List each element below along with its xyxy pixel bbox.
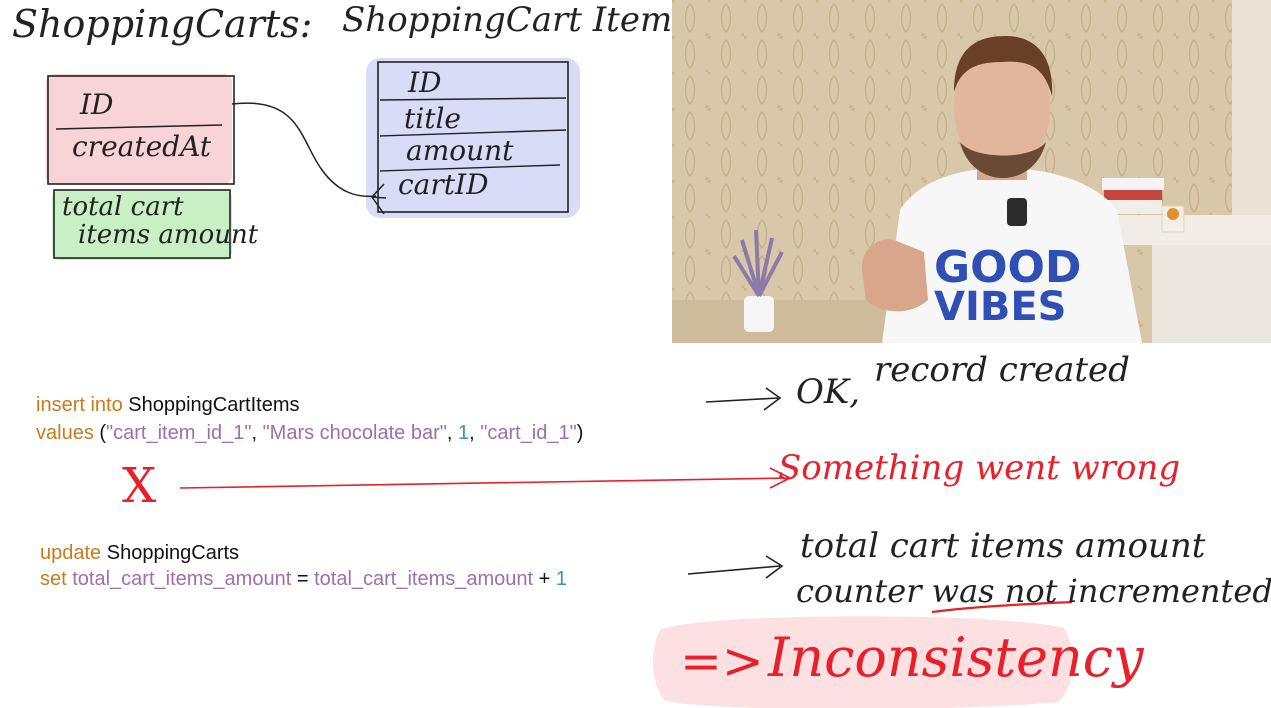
sql-update-line2: set total_cart_items_amount = total_cart… [40, 568, 567, 591]
incremented-label: incremented [1067, 572, 1271, 610]
sql-comma-3: , [469, 422, 475, 444]
sql-insert-line2: values ("cart_item_id_1", "Mars chocolat… [36, 422, 583, 445]
sql-values-keyword: values [36, 422, 94, 444]
counter-line1: total cart items amount [800, 526, 1206, 566]
record-created-label: record created [874, 350, 1130, 390]
cart-items-field-cart-id: cartID [398, 168, 489, 201]
sql-equals: = [296, 568, 309, 590]
sql-expr-column: total_cart_items_amount [314, 568, 534, 590]
sql-value-4: "cart_id_1" [480, 422, 577, 444]
sql-open-paren: ( [99, 422, 107, 444]
sql-set-column: total_cart_items_amount [72, 568, 292, 590]
sql-insert-line1: insert into ShoppingCartItems [36, 394, 299, 417]
sql-value-2: "Mars chocolate bar" [262, 422, 447, 444]
cart-items-divider-1 [379, 97, 567, 101]
sql-update-keyword: update [40, 542, 102, 564]
total-cart-items-line2: items amount [78, 220, 259, 250]
cart-items-title: ShoppingCart Items: [342, 0, 702, 40]
svg-text:VIBES: VIBES [934, 284, 1066, 330]
sql-insert-table: ShoppingCartItems [128, 394, 300, 416]
svg-text:GOOD: GOOD [934, 242, 1081, 293]
sql-plus: + [538, 568, 551, 590]
sql-increment-value: 1 [555, 568, 568, 590]
shopping-carts-divider [55, 124, 223, 130]
relation-line [231, 102, 377, 198]
sql-comma-2: , [446, 422, 453, 444]
conclusion-highlight [652, 616, 1073, 708]
was-not-underline [931, 600, 1073, 614]
crows-foot-icon [371, 183, 387, 215]
sql-set-keyword: set [40, 568, 67, 590]
annotations-layer [179, 387, 1073, 708]
counter-arrow-icon [687, 555, 784, 579]
shopping-carts-highlight [46, 74, 232, 184]
error-label: Something went wrong [778, 448, 1181, 488]
presenter-video: GOOD VIBES [672, 0, 1271, 343]
error-arrow-icon [179, 467, 792, 489]
ok-label: OK, [796, 372, 861, 412]
cart-items-divider-2 [379, 129, 567, 137]
sql-close-paren: ) [576, 422, 584, 444]
sql-update-line1: update ShoppingCarts [40, 542, 239, 565]
shopping-carts-table [47, 75, 235, 185]
cart-items-divider-3 [379, 164, 561, 172]
was-not-label: was not [931, 572, 1058, 610]
conclusion-label: Inconsistency [768, 626, 1144, 689]
implies-arrow: => [680, 632, 764, 690]
failure-x-mark: X [122, 458, 157, 514]
cart-items-field-title: title [404, 102, 461, 135]
total-cart-items-box [53, 189, 231, 259]
sql-insert-keyword: insert into [36, 394, 123, 416]
counter-line2: counter was not incremented [796, 572, 1271, 610]
total-cart-items-highlight [52, 190, 232, 260]
cart-items-field-id: ID [408, 66, 442, 99]
shopping-carts-title: ShoppingCarts: [12, 2, 313, 46]
counter-word: counter [796, 572, 922, 610]
sql-comma-1: , [251, 422, 257, 444]
cart-items-field-amount: amount [406, 134, 514, 167]
sql-value-1: "cart_item_id_1" [106, 422, 252, 444]
ok-arrow-icon [705, 387, 782, 411]
sql-update-table: ShoppingCarts [106, 542, 240, 564]
shopping-carts-field-id: ID [80, 88, 114, 121]
er-diagram [46, 58, 580, 260]
sql-value-3: 1 [457, 422, 470, 444]
shopping-carts-field-created-at: createdAt [72, 130, 212, 163]
presenter-scene: GOOD VIBES [672, 0, 1271, 343]
cart-items-table [377, 61, 569, 213]
total-cart-items-line1: total cart [62, 192, 184, 222]
